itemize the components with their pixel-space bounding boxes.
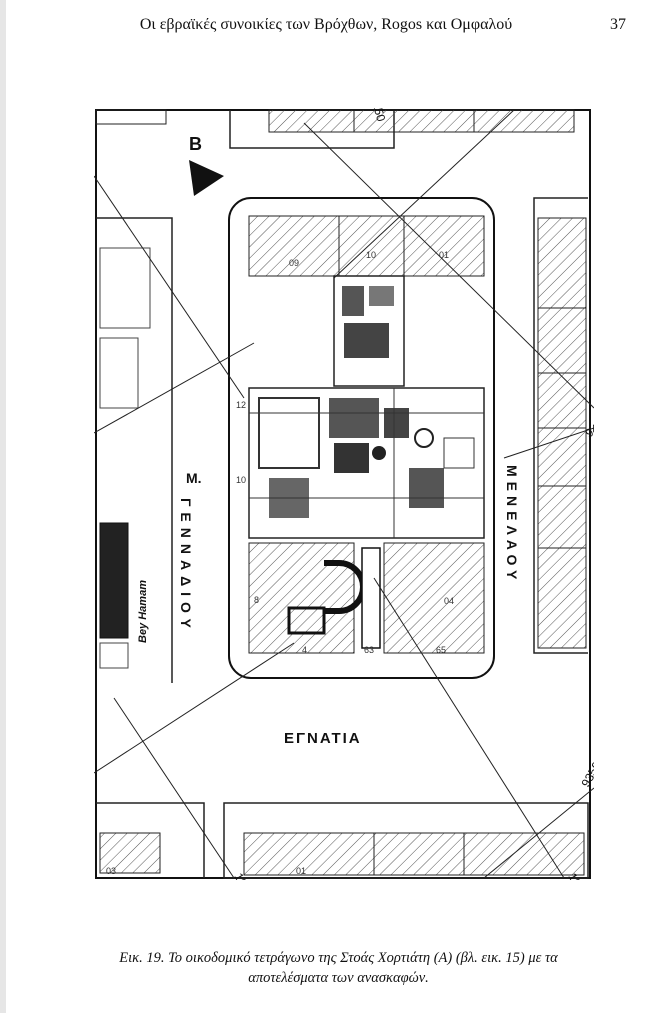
grid-label-bottom-right: 10100	[565, 871, 594, 881]
plot-number: 12	[236, 400, 246, 410]
grid-label-bottom-left: 10050	[231, 871, 260, 881]
top-hatched-buildings	[268, 109, 575, 133]
south-hatched-buildings	[243, 832, 585, 876]
north-arrow-icon	[189, 160, 224, 196]
plot-number: 10	[236, 475, 246, 485]
bey-hamam-building	[99, 522, 129, 639]
caption-line-2: αποτελέσματα των ανασκαφών.	[248, 970, 429, 986]
plot-number: 4	[302, 645, 307, 655]
grid-label-right-lower: 9350	[578, 759, 594, 789]
hatched-plot-10	[338, 215, 405, 277]
east-block-outline	[533, 197, 588, 654]
page-number: 37	[610, 16, 626, 33]
plot-number: 8	[254, 595, 259, 605]
plot-number: 65	[436, 645, 446, 655]
sw-block-outline	[96, 802, 205, 878]
street-bey-hamam: Bey Hamam	[137, 580, 149, 643]
document-page: Οι εβραϊκές συνοικίες των Βρόχθων, Rogos…	[6, 0, 665, 1013]
hatched-plot-01	[403, 215, 485, 277]
running-header-title: Οι εβραϊκές συνοικίες των Βρόχθων, Rogos…	[139, 16, 513, 33]
plot-number: 04	[444, 596, 454, 606]
grid-lines	[94, 109, 594, 879]
west-block-outline	[96, 217, 173, 683]
excavation-remains	[248, 275, 485, 649]
caption-line-1: Εικ. 19. Το οικοδομικό τετράγωνο της Στο…	[119, 950, 558, 966]
hatched-plot-09	[248, 215, 340, 277]
street-menelaou: ΜΕΝΕΛΑΟΥ	[504, 465, 520, 584]
street-gennadiou-prefix: Μ.	[186, 470, 202, 486]
central-block-outline	[228, 197, 495, 679]
west-building-1	[99, 247, 151, 329]
plot-number: 09	[289, 258, 299, 268]
plot-number: 01	[439, 250, 449, 260]
plot-number: 03	[106, 866, 116, 876]
plot-number: 01	[296, 866, 306, 876]
top-left-corner-block	[95, 109, 167, 125]
west-building-2	[99, 337, 139, 409]
hatched-plot-8	[248, 542, 355, 654]
site-plan-figure: Β ΕΓΝΑΤΙΑ Μ. ΓΕΝΝΑΔΙΟ	[94, 108, 594, 880]
hatched-plot-04	[383, 542, 485, 654]
street-gennadiou: ΓΕΝΝΑΔΙΟΥ	[178, 498, 194, 634]
site-plan-map: Β ΕΓΝΑΤΙΑ Μ. ΓΕΝΝΑΔΙΟ	[94, 108, 594, 880]
north-label: Β	[189, 134, 202, 154]
south-block-outline	[223, 802, 589, 879]
figure-caption: Εικ. 19. Το οικοδομικό τετράγωνο της Στο…	[46, 948, 631, 988]
grid-label-right-upper: 9400	[583, 413, 594, 440]
plot-number: 10	[366, 250, 376, 260]
street-egnatia: ΕΓΝΑΤΙΑ	[284, 730, 362, 747]
sw-hatched-building	[99, 832, 161, 874]
plot-number: 63	[364, 645, 374, 655]
